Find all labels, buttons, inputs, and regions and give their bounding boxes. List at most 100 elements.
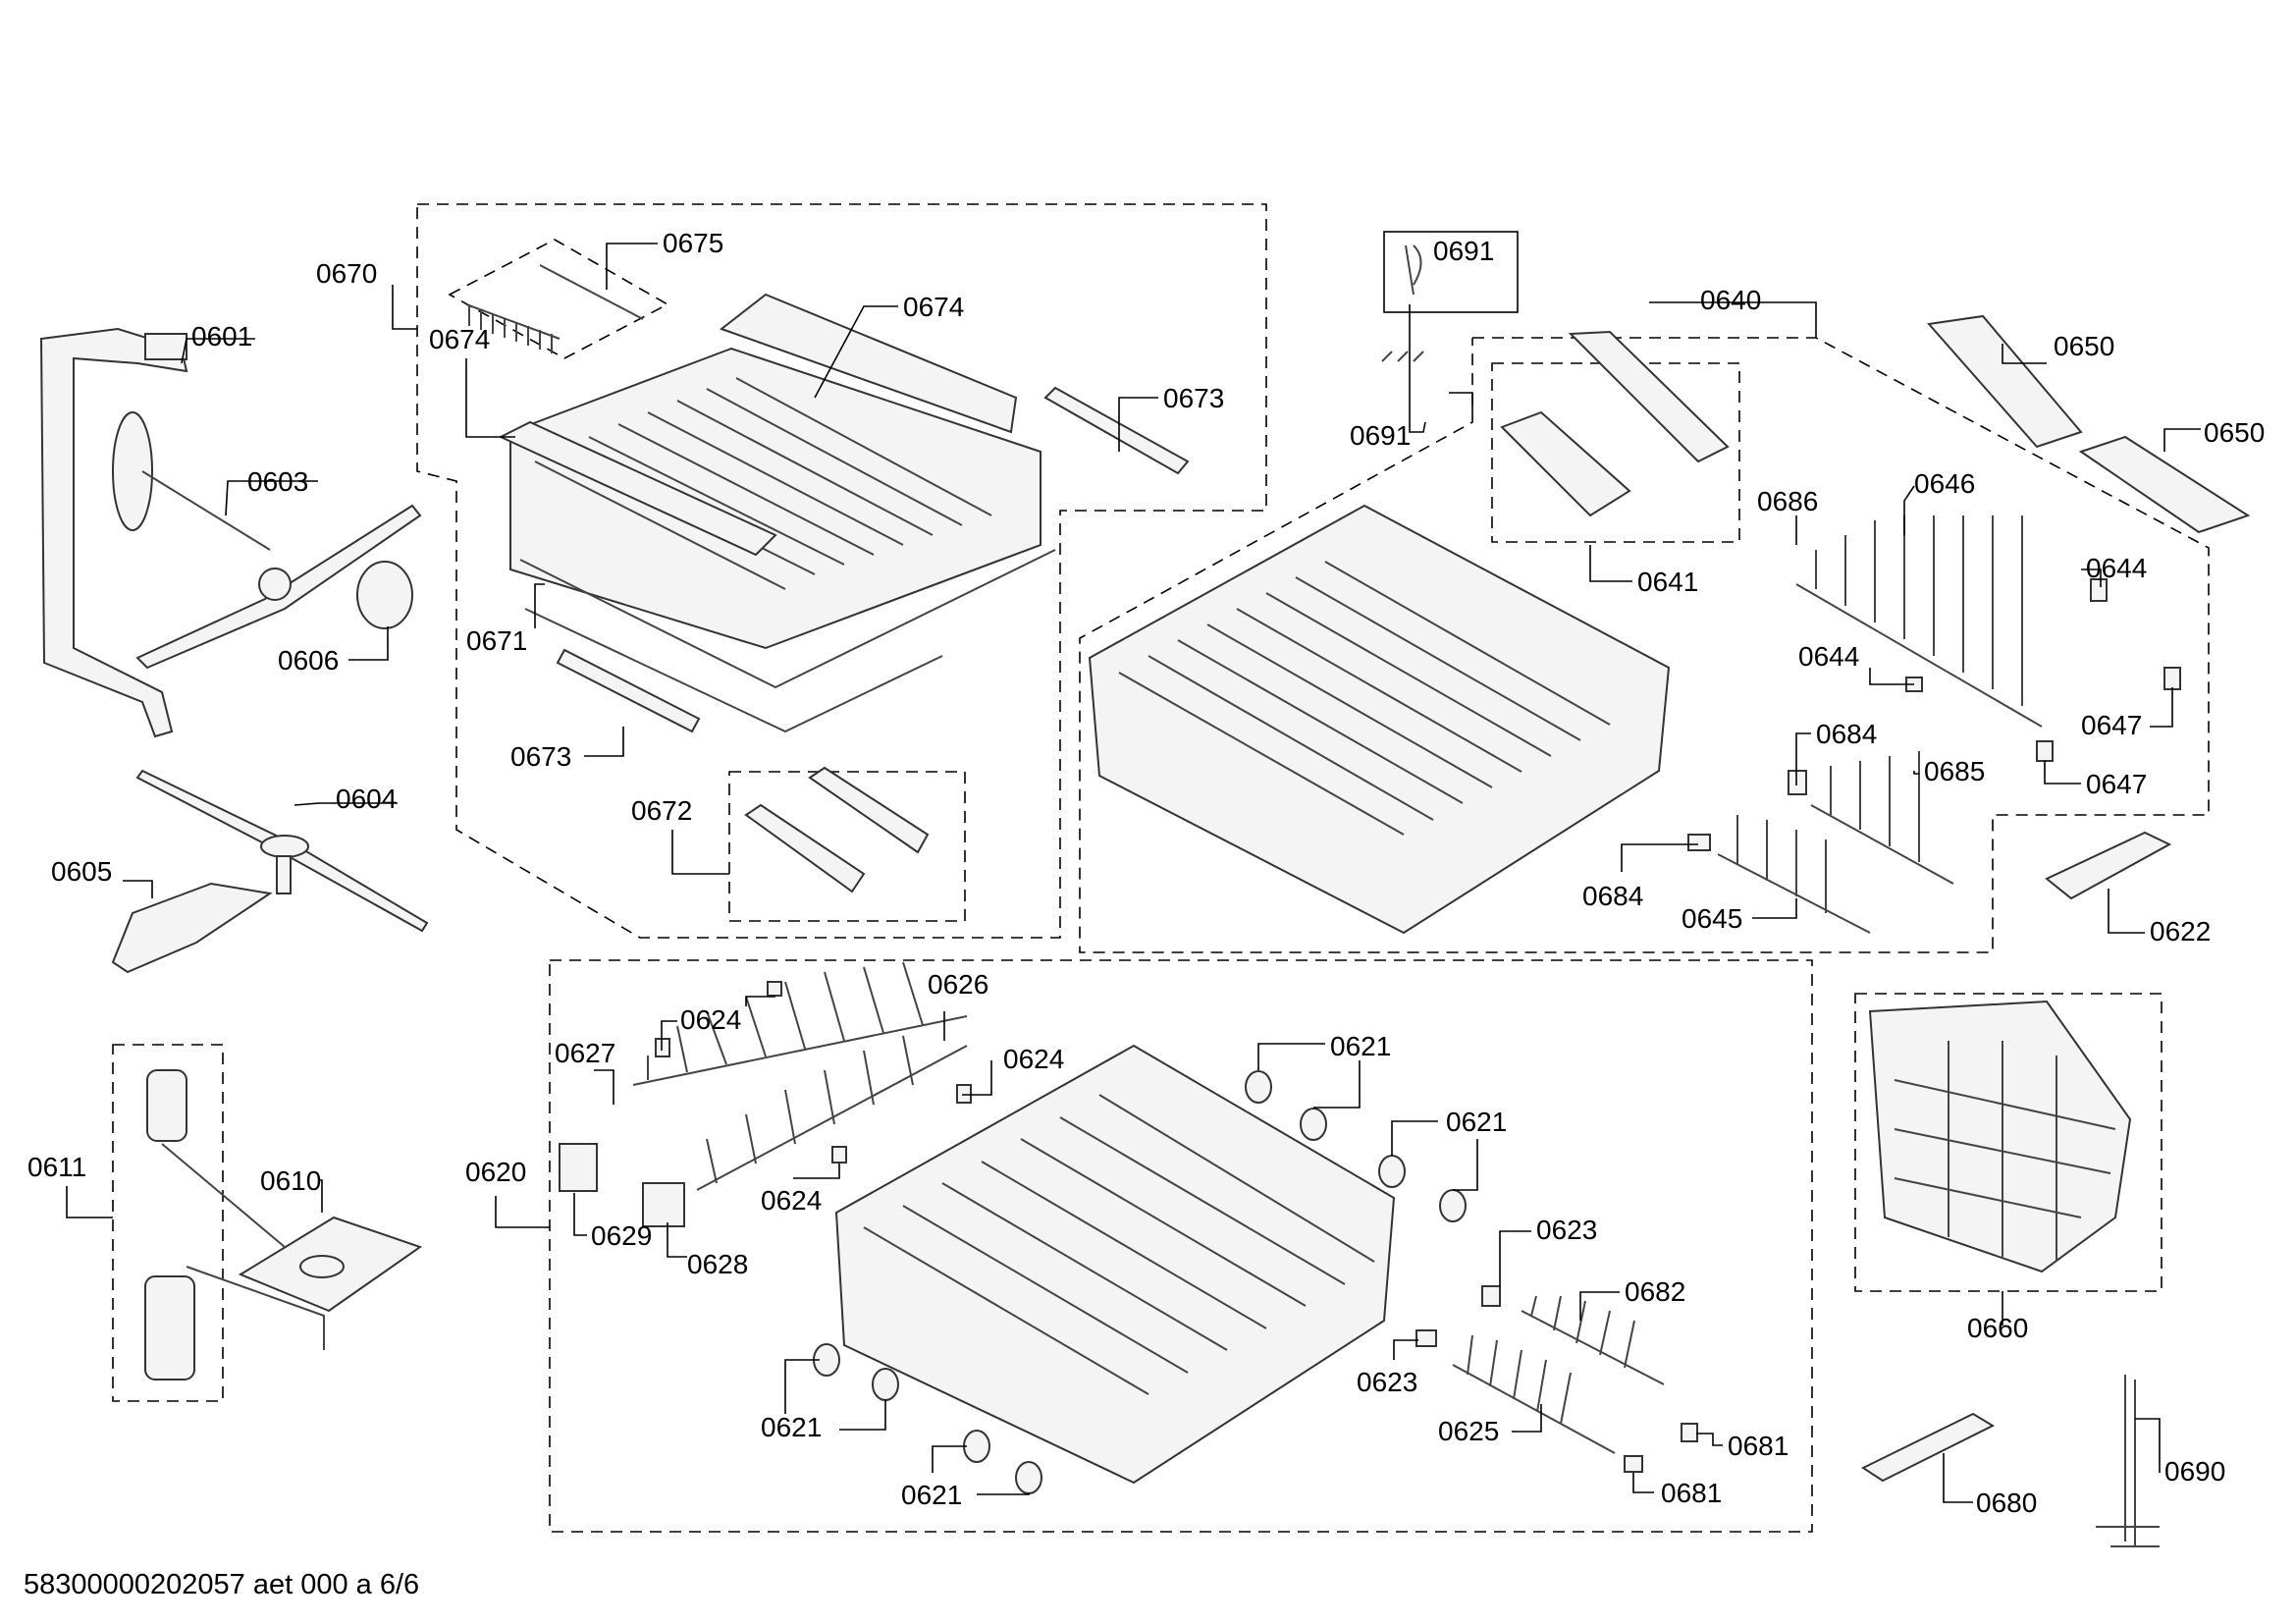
tine-holder-0650-b [2078,435,2251,534]
clip-0624-c [956,1084,972,1104]
leader-0675 [606,243,658,290]
leader-0690 [2135,1418,2161,1473]
label-0650-b: 0650 [2204,417,2265,448]
leader-0621-b [1313,1060,1361,1109]
leader-0621-c [1391,1120,1438,1156]
clip-0684-b [1687,834,1711,851]
leader-0624-a [661,1020,677,1051]
label-0611: 0611 [27,1152,86,1182]
label-0647-b: 0647 [2086,769,2147,799]
tine-rack-0625 [1452,1334,1616,1454]
label-0672: 0672 [631,795,692,826]
label-0647-a: 0647 [2081,710,2142,740]
cutlery-basket-0660 [1868,1000,2132,1273]
label-0628: 0628 [687,1249,748,1279]
label-0621-d: 0621 [901,1480,962,1510]
leader-0621-h [977,1492,1030,1495]
group-0675-outline [448,239,669,359]
leader-0601 [181,338,255,364]
clip-0628 [642,1182,685,1227]
clip-0629 [559,1143,598,1192]
label-0625: 0625 [1438,1416,1499,1446]
leader-0680 [1943,1453,1973,1503]
filter-assembly-lines [161,1143,325,1350]
label-0621-a: 0621 [1330,1031,1391,1061]
tine-rack-0682 [1521,1295,1665,1385]
tine-rack-0646 [1795,515,2043,728]
label-0606: 0606 [278,645,339,676]
clip-0644-a [2090,578,2108,602]
label-0691-a: 0691 [1433,236,1494,266]
clip-0672-lower [744,803,866,893]
leader-0647-b [2044,761,2081,785]
tine-rack-0685 [1810,751,1954,885]
clip-0673-right [1043,386,1190,475]
spray-arm-hub [258,568,292,601]
group-0691-outline [1383,231,1519,313]
label-0623-b: 0623 [1357,1367,1417,1397]
group-0672-outline [728,771,966,922]
rack-adjuster-0641 [1500,410,1631,517]
supply-pipe-connector [144,333,187,360]
wheels-0621 [813,1070,1467,1494]
wheel-0621 [1378,1155,1406,1188]
label-0624-a: 0624 [680,1004,741,1035]
label-0685: 0685 [1924,756,1985,786]
leader-0628 [667,1222,687,1258]
leader-0644-b [1869,668,1914,685]
fine-filter-0605 [111,882,273,974]
clip-0623-a [1481,1285,1501,1307]
label-0686: 0686 [1757,486,1818,516]
leader-0625 [1512,1404,1542,1433]
clip-0681-a [1681,1423,1698,1442]
clip-0624-d [831,1146,847,1164]
leader-0684-b [1621,843,1698,872]
upper-rack-frame [519,549,1056,733]
lower-spray-arm-shaft [276,855,292,894]
nozzle-disc-0606 [356,561,413,629]
tray-rail-0674-left [498,420,777,557]
label-0645: 0645 [1682,903,1742,934]
label-0684-a: 0684 [1816,719,1877,749]
leader-lines [66,243,2201,1503]
label-0621-b: 0621 [1446,1107,1507,1137]
group-0640-outline [1079,337,2210,953]
leader-0621-d [1453,1139,1478,1191]
leader-0673-left [584,727,624,757]
leader-0681-b [1632,1473,1654,1493]
clip-0684-a [1788,770,1807,795]
leader-0645 [1752,898,1797,919]
leader-0620 [495,1196,550,1228]
label-0674-b: 0674 [429,324,490,354]
tine-rack-0645 [1717,815,1871,934]
upper-rack-0671 [509,347,1041,650]
part-drawings [39,244,2251,1547]
label-0674-a: 0674 [903,292,964,322]
label-0646: 0646 [1914,468,1975,499]
label-0681-a: 0681 [1728,1431,1789,1461]
label-0690: 0690 [2164,1456,2225,1487]
label-0626: 0626 [928,969,988,1000]
label-0671: 0671 [466,625,527,656]
leader-0650-a [2002,344,2047,364]
label-0675: 0675 [663,228,723,258]
wheel-0621 [1439,1189,1467,1222]
document-footer-code: 58300000202057 aet 000 a 6/6 [24,1569,420,1600]
leader-0674-left [465,358,515,438]
wheel-0621 [872,1368,899,1401]
label-0670: 0670 [316,258,377,289]
leader-0674-right [814,305,898,399]
wheel-0621 [1245,1070,1272,1104]
lower-rack-wires [863,1094,1375,1395]
supply-pipe-0601 [39,327,188,738]
leader-0629 [573,1193,587,1236]
label-0680: 0680 [1976,1488,2037,1518]
label-0673-b: 0673 [510,741,571,772]
label-0650-a: 0650 [2054,331,2114,361]
label-0624-c: 0624 [761,1185,822,1216]
label-0682: 0682 [1625,1276,1685,1307]
hook-0691-upper [1405,244,1422,296]
leader-0610 [319,1179,323,1213]
spray-arm-shaft [141,470,271,551]
